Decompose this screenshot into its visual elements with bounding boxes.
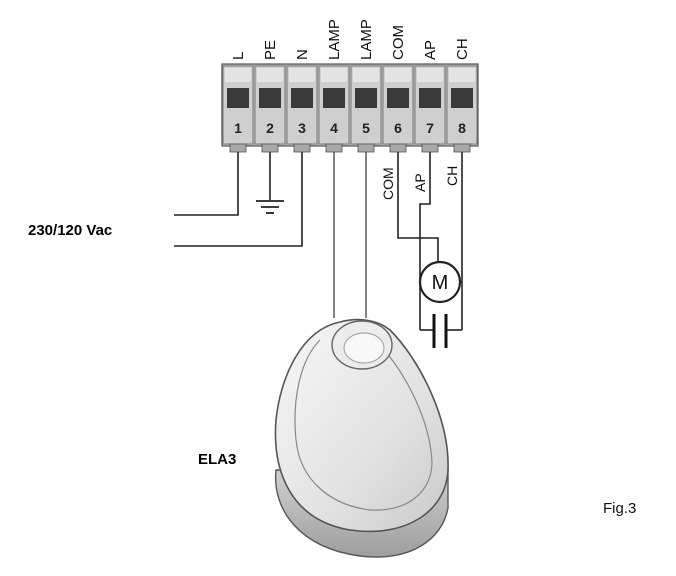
terminal-top-highlight <box>257 68 283 82</box>
flashing-lamp-icon <box>274 318 449 558</box>
terminal-2: 2 <box>254 65 286 153</box>
wire-l <box>174 152 239 216</box>
terminal-top-highlight <box>289 68 315 82</box>
terminal-number: 8 <box>458 120 466 136</box>
terminal-number: 7 <box>426 120 434 136</box>
terminal-clamp <box>325 143 343 153</box>
terminal-top-highlight <box>449 68 475 82</box>
terminal-screw <box>259 88 281 108</box>
motor-icon: M <box>418 260 462 304</box>
terminal-screw <box>451 88 473 108</box>
terminal-clamp <box>293 143 311 153</box>
terminal-number: 1 <box>234 120 242 136</box>
terminal-clamp <box>389 143 407 153</box>
terminal-screw <box>291 88 313 108</box>
terminal-number: 3 <box>298 120 306 136</box>
terminal-label-8: CH <box>454 38 471 60</box>
terminal-number: 2 <box>266 120 274 136</box>
terminal-number: 5 <box>362 120 370 136</box>
terminal-label-1: L <box>230 52 247 60</box>
wire-label-ch: CH <box>444 166 460 186</box>
terminal-label-5: LAMP <box>358 19 375 60</box>
terminal-label-3: N <box>294 49 311 60</box>
wire-label-ap: AP <box>412 173 428 192</box>
terminal-clamp <box>453 143 471 153</box>
wire-com <box>397 152 439 262</box>
figure-label: Fig.3 <box>603 500 636 517</box>
terminal-number: 4 <box>330 120 338 136</box>
terminal-top-highlight <box>385 68 411 82</box>
wire-label-com: COM <box>380 167 396 200</box>
motor-symbol-label: M <box>432 272 449 294</box>
terminal-label-4: LAMP <box>326 19 343 60</box>
ground-icon <box>256 200 284 214</box>
wire-ap <box>419 152 431 330</box>
terminal-clamp <box>229 143 247 153</box>
terminal-top-highlight <box>321 68 347 82</box>
terminal-3: 3 <box>286 65 318 153</box>
terminal-screw <box>227 88 249 108</box>
terminal-clamp <box>357 143 375 153</box>
terminal-1: 1 <box>222 65 254 153</box>
terminal-label-7: AP <box>422 40 439 60</box>
terminal-label-2: PE <box>262 40 279 60</box>
terminal-clamp <box>421 143 439 153</box>
terminal-8: 8 <box>446 65 478 153</box>
terminal-screw <box>387 88 409 108</box>
terminal-screw <box>323 88 345 108</box>
terminal-6: 6 <box>382 65 414 153</box>
terminal-number: 6 <box>394 120 402 136</box>
wire-n <box>174 152 303 247</box>
terminal-4: 4 <box>318 65 350 153</box>
terminal-top-highlight <box>417 68 443 82</box>
terminal-5: 5 <box>350 65 382 153</box>
terminal-block: 1 2 3 4 5 6 7 8 <box>221 63 479 153</box>
terminal-screw <box>355 88 377 108</box>
terminal-7: 7 <box>414 65 446 153</box>
terminal-clamp <box>261 143 279 153</box>
wires <box>174 152 463 331</box>
terminal-screw <box>419 88 441 108</box>
terminal-top-highlight <box>225 68 251 82</box>
device-label: ELA3 <box>198 451 236 468</box>
supply-voltage-label: 230/120 Vac <box>28 222 112 239</box>
terminal-top-highlight <box>353 68 379 82</box>
capacitor-icon <box>432 314 448 348</box>
terminal-label-6: COM <box>390 25 407 60</box>
